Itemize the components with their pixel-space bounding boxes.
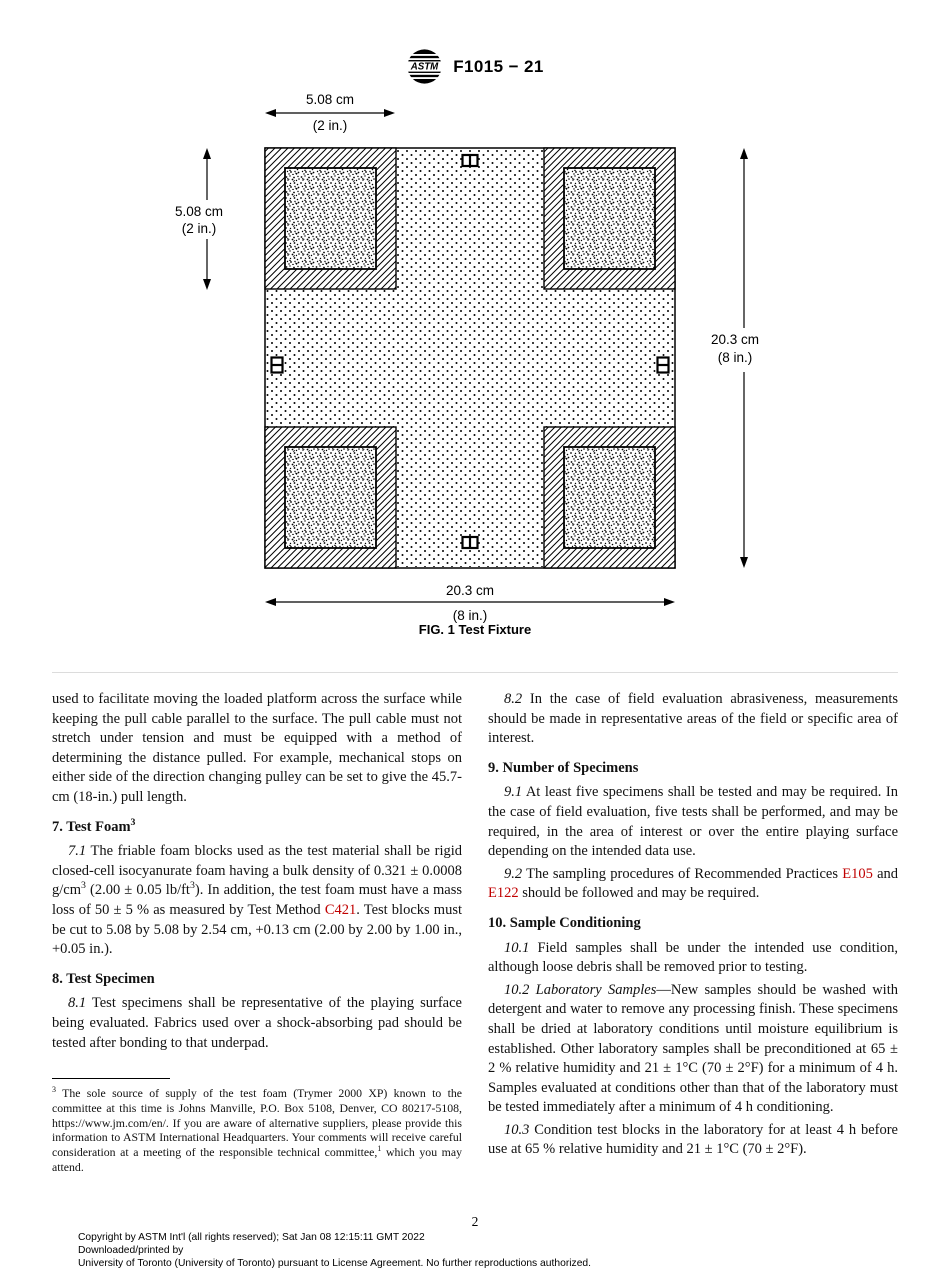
right-column: 8.2 In the case of field evaluation abra… <box>488 690 898 1163</box>
section-heading: 10. Sample Conditioning <box>488 914 898 934</box>
text-run: 10. Sample Conditioning <box>488 914 641 931</box>
italic-text: 9.1 <box>504 784 523 801</box>
dim-right-value: 20.3 cm <box>711 332 759 347</box>
pull-eyelet-right <box>656 356 670 374</box>
paragraph: used to facilitate moving the loaded pla… <box>52 690 462 808</box>
dim-left: 5.08 cm (2 in.) <box>175 148 223 290</box>
dim-bottom-unit: (8 in.) <box>453 608 488 623</box>
text-run: ). In addition, the test foam must have … <box>52 882 462 918</box>
corner-block-bottom-right <box>543 426 676 569</box>
dim-bottom-value: 20.3 cm <box>446 583 494 598</box>
section-heading: 7. Test Foam3 <box>52 816 462 838</box>
paragraph: 7.1 The friable foam blocks used as the … <box>52 842 462 960</box>
section-heading: 9. Number of Specimens <box>488 759 898 779</box>
corner-block-top-right <box>543 147 676 290</box>
text-run: Field samples shall be under the intende… <box>488 939 898 976</box>
left-column: used to facilitate moving the loaded pla… <box>52 690 462 1163</box>
dim-top: 5.08 cm (2 in.) <box>265 92 395 133</box>
dim-left-unit: (2 in.) <box>182 221 217 236</box>
corner-block-top-left <box>264 147 397 290</box>
text-run: Test specimens shall be representative o… <box>52 995 462 1051</box>
paragraph: 10.1 Field samples shall be under the in… <box>488 939 898 978</box>
reference-link[interactable]: E122 <box>488 885 519 902</box>
italic-text: 10.1 <box>504 939 530 956</box>
astm-logo-text: ASTM <box>410 62 439 73</box>
dim-right-unit: (8 in.) <box>718 350 753 365</box>
text-run: which you may attend. <box>52 1145 462 1174</box>
superscript: 3 <box>52 1085 57 1095</box>
paragraph: 10.2 Laboratory Samples—New samples shou… <box>488 981 898 1118</box>
text-run: . Test blocks must be cut to 5.08 by 5.0… <box>52 901 462 958</box>
superscript: 3 <box>81 880 86 892</box>
paragraph: 8.2 In the case of field evaluation abra… <box>488 690 898 749</box>
superscript: 1 <box>377 1144 382 1154</box>
paragraph: 10.3 Condition test blocks in the labora… <box>488 1121 898 1160</box>
footnote-text: 3 The sole source of supply of the test … <box>52 1086 462 1175</box>
test-fixture-drawing <box>264 147 676 569</box>
figure-caption: FIG. 1 Test Fixture <box>419 622 531 637</box>
paragraph: 8.1 Test specimens shall be representati… <box>52 994 462 1053</box>
italic-text: 8.2 <box>504 691 523 707</box>
superscript: 3 <box>130 816 136 828</box>
italic-text: 9.2 <box>504 865 523 882</box>
footnote-rule <box>52 1078 170 1079</box>
text-run: Condition test blocks in the laboratory … <box>488 1121 898 1158</box>
dim-right: 20.3 cm (8 in.) <box>711 148 759 568</box>
astm-logo-icon: ASTM <box>406 49 444 84</box>
italic-text: 10.2 Laboratory Samples <box>504 981 657 998</box>
page-number: 2 <box>471 1214 479 1229</box>
text-run: —New samples should be washed with deter… <box>488 981 898 1116</box>
italic-text: 8.1 <box>68 995 87 1012</box>
copyright-line: Downloaded/printed by <box>78 1245 184 1256</box>
body-text: used to facilitate moving the loaded pla… <box>52 690 898 1163</box>
paragraph: 9.1 At least five specimens shall be tes… <box>488 783 898 861</box>
text-run: The sampling procedures of Recommended P… <box>522 865 843 882</box>
reference-link[interactable]: E105 <box>842 865 873 882</box>
dim-bottom: 20.3 cm (8 in.) <box>265 583 675 623</box>
italic-text: 7.1 <box>68 843 87 860</box>
superscript: 3 <box>189 880 195 892</box>
text-run: The friable foam blocks used as the test… <box>52 843 462 899</box>
italic-text: 10.3 <box>504 1121 530 1138</box>
standard-designation: F1015 − 21 <box>453 56 544 76</box>
pull-eyelet-top <box>461 153 479 168</box>
text-run: In the case of field evaluation abrasive… <box>488 691 898 747</box>
pull-eyelet-left <box>270 356 284 374</box>
pull-eyelet-bottom <box>461 535 479 550</box>
copyright-line: University of Toronto (University of Tor… <box>78 1258 592 1269</box>
figure-test-fixture: 5.08 cm (2 in.) 5.08 cm (2 in.) 20.3 cm … <box>175 92 759 637</box>
reference-link[interactable]: C421 <box>324 901 357 918</box>
text-run: The sole source of supply of the test fo… <box>52 1086 462 1160</box>
text-run: 8. Test Specimen <box>52 970 155 987</box>
footnote-area: 3 The sole source of supply of the test … <box>52 1078 462 1175</box>
section-divider <box>52 672 898 673</box>
corner-block-bottom-left <box>264 426 397 569</box>
paragraph: 9.2 The sampling procedures of Recommend… <box>488 865 898 904</box>
text-run: and <box>872 865 898 882</box>
dotted-horizontal-band <box>266 289 674 427</box>
dim-left-value: 5.08 cm <box>175 204 223 219</box>
text-run: 9. Number of Specimens <box>488 759 639 776</box>
dim-top-value: 5.08 cm <box>306 92 354 107</box>
section-heading: 8. Test Specimen <box>52 970 462 990</box>
page-header: ASTM F1015 − 21 <box>0 48 950 85</box>
text-run: (2.00 ± 0.05 lb/ft <box>85 882 190 899</box>
text-run: used to facilitate moving the loaded pla… <box>52 691 462 805</box>
text-run: should be followed and may be required. <box>518 885 760 902</box>
text-run: 7. Test Foam <box>52 818 131 835</box>
dim-top-unit: (2 in.) <box>313 118 348 133</box>
copyright-line: Copyright by ASTM Int'l (all rights rese… <box>78 1232 425 1243</box>
text-run: At least five specimens shall be tested … <box>488 784 898 860</box>
copyright-block: Copyright by ASTM Int'l (all rights rese… <box>78 1231 798 1270</box>
